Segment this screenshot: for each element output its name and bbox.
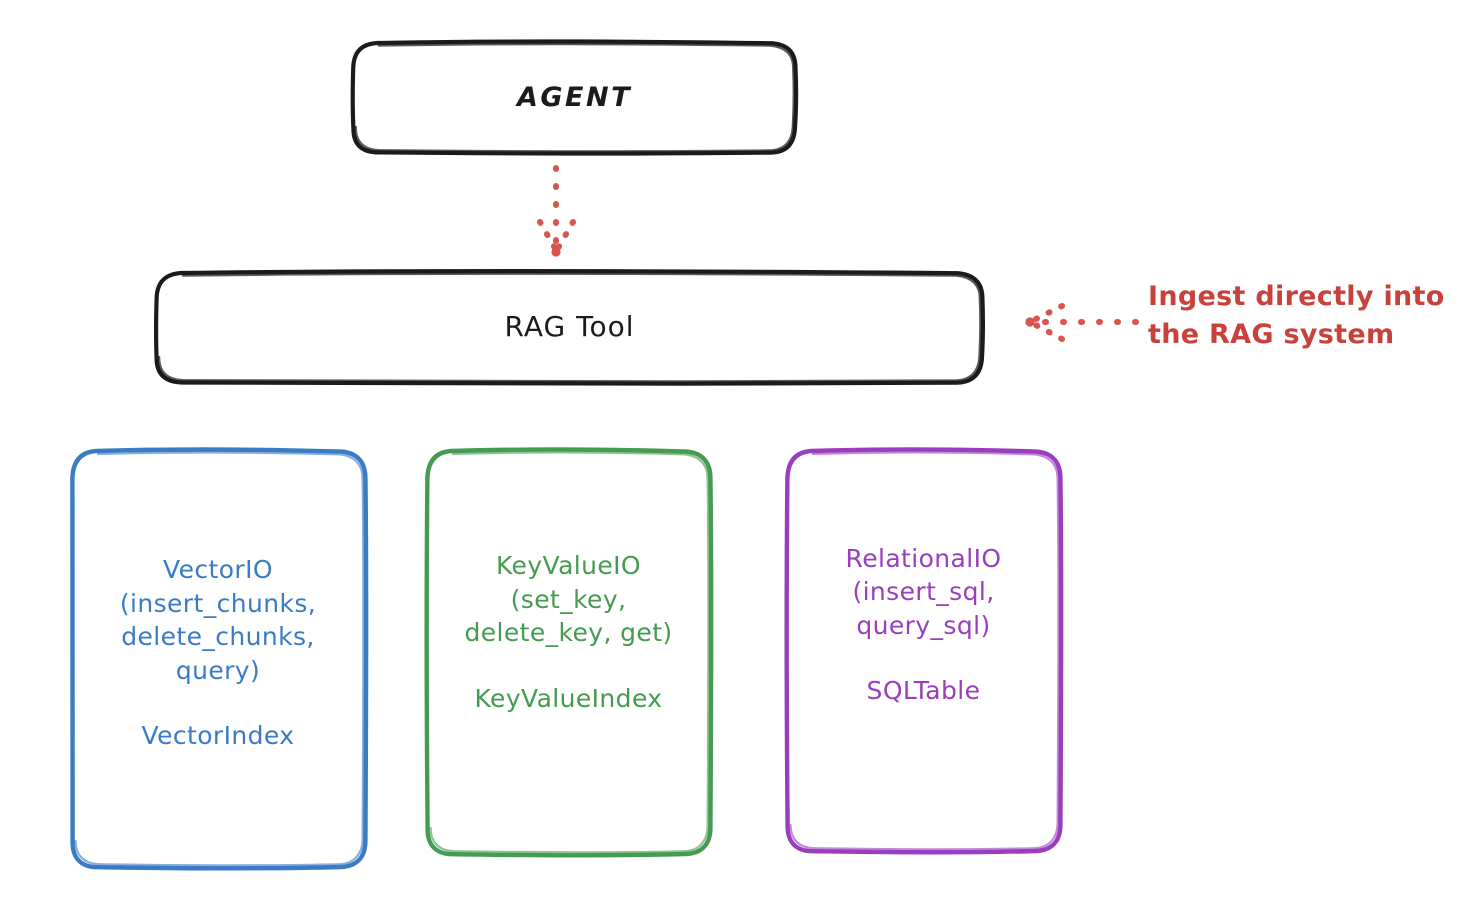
vector-io-box-outline xyxy=(69,447,369,871)
ingest-to-rag-dotted-arrow xyxy=(1025,303,1139,342)
agent-to-rag-dotted-arrow xyxy=(537,165,576,257)
rag-tool-box-outline xyxy=(153,269,985,386)
relational-io-node[interactable]: RelationalIO (insert_sql, query_sql) SQL… xyxy=(786,450,1061,853)
key-value-io-content: KeyValueIO (set_key, delete_key, get) Ke… xyxy=(464,549,672,713)
key-value-io-api-label: KeyValueIO (set_key, delete_key, get) xyxy=(464,551,673,648)
rag-tool-node[interactable]: RAG Tool xyxy=(156,272,983,383)
agent-node[interactable]: AGENT xyxy=(353,42,796,153)
vector-io-content: VectorIO (insert_chunks, delete_chunks, … xyxy=(120,553,316,750)
vector-io-node[interactable]: VectorIO (insert_chunks, delete_chunks, … xyxy=(70,450,366,869)
key-value-io-box-outline xyxy=(424,447,714,858)
rag-tool-node-label: RAG Tool xyxy=(504,310,635,344)
relational-io-box-outline xyxy=(784,447,1064,855)
ingest-annotation-text: Ingest directly into the RAG system xyxy=(1148,281,1445,351)
agent-box-outline xyxy=(350,39,799,156)
key-value-io-index-label: KeyValueIndex xyxy=(474,683,663,713)
agent-node-label: AGENT xyxy=(516,81,632,113)
relational-io-api-label: RelationalIO (insert_sql, query_sql) xyxy=(845,543,1002,640)
vector-io-api-label: VectorIO (insert_chunks, delete_chunks, … xyxy=(119,555,317,685)
key-value-io-node[interactable]: KeyValueIO (set_key, delete_key, get) Ke… xyxy=(426,450,711,856)
relational-io-index-label: SQLTable xyxy=(866,676,981,706)
vector-io-index-label: VectorIndex xyxy=(141,721,295,750)
relational-io-content: RelationalIO (insert_sql, query_sql) SQL… xyxy=(846,542,1002,706)
